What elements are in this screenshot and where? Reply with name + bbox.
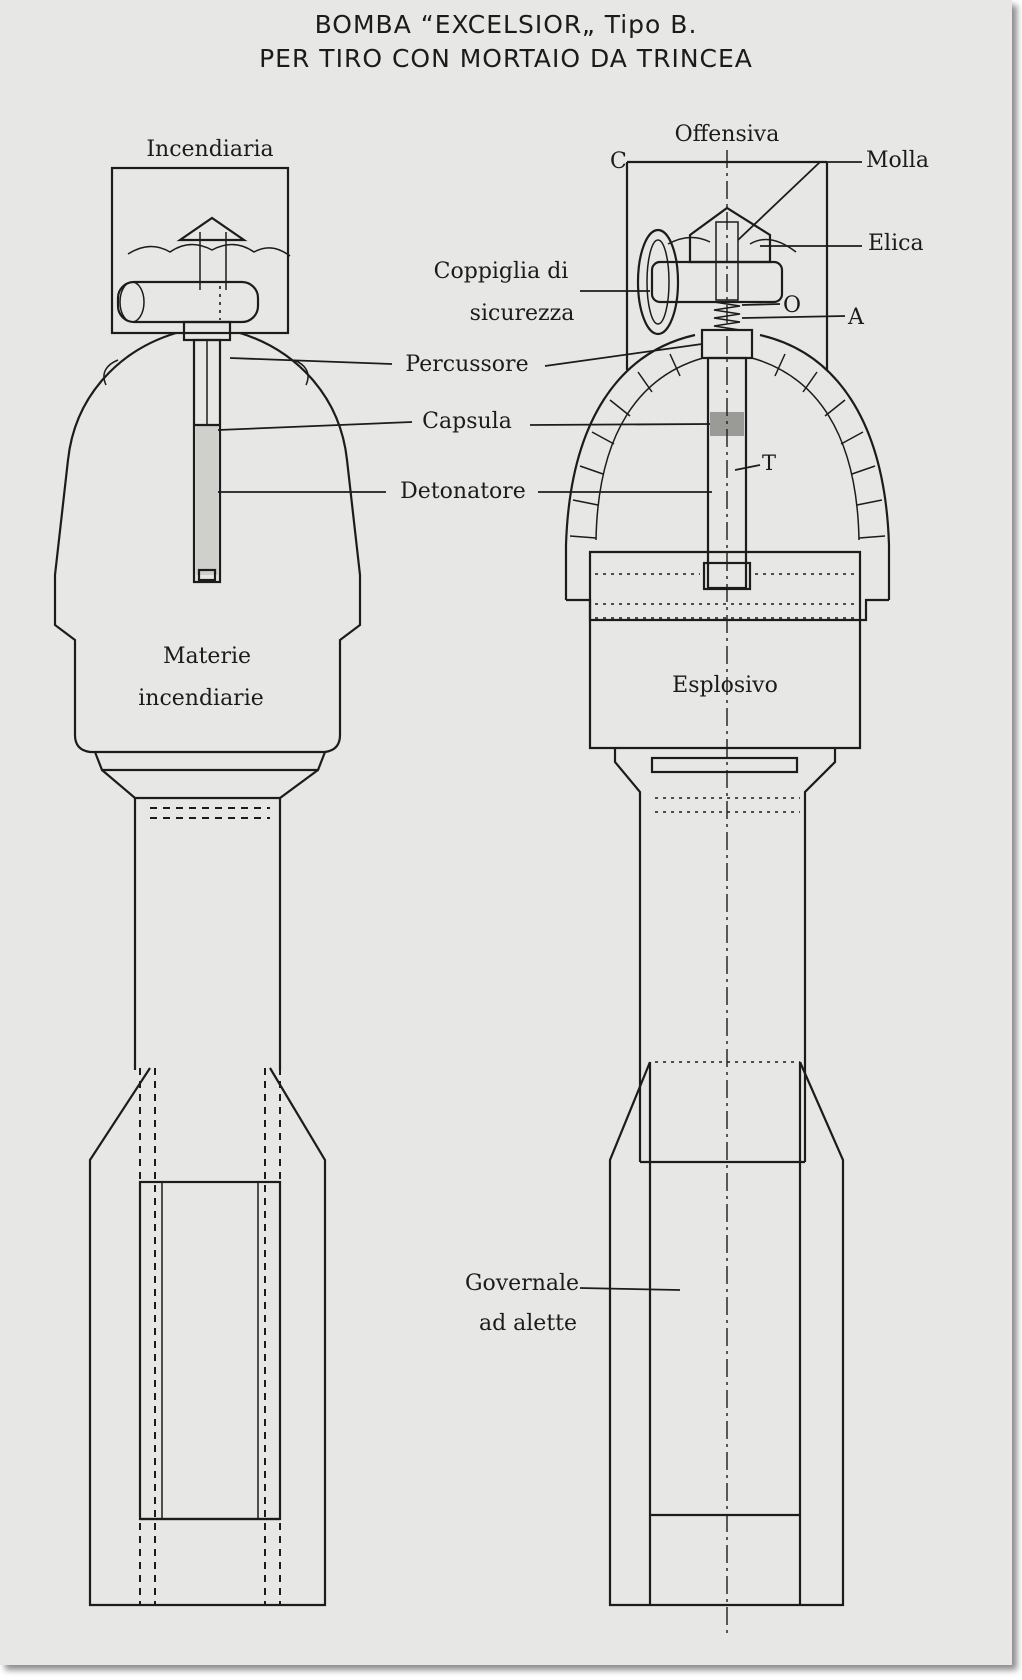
callout-capsule: Capsula: [422, 409, 512, 434]
callout-detonator: Detonatore: [400, 479, 526, 504]
right-tail-stem: [613, 748, 642, 1162]
tail-label-2: ad alette: [479, 1311, 577, 1336]
left-fuze-housing: [110, 166, 290, 335]
left-safety-pin: [116, 280, 260, 324]
right-fuze-cap: [688, 206, 772, 264]
callout-propeller: Elica: [868, 231, 924, 256]
callout-letter-t: T: [762, 451, 776, 475]
callout-safety-pin-2: sicurezza: [470, 301, 575, 326]
diagram-title-line-2: PER TIRO CON MORTAIO DA TRINCEA: [259, 44, 753, 73]
callout-safety-pin-1: Coppiglia di: [434, 259, 569, 284]
incendiary-bomb: [53, 166, 362, 1607]
left-flange: [93, 751, 327, 772]
callout-letter-a: A: [847, 305, 865, 330]
callout-striker: Percussore: [405, 352, 528, 377]
right-fragmentation-segments: [569, 353, 886, 539]
right-explosive-chamber: [588, 550, 862, 750]
incendiary-heading: Incendiaria: [146, 137, 273, 162]
left-fuze-cap: [176, 216, 248, 242]
callout-letter-c: C: [610, 149, 627, 174]
right-safety-pin: [650, 260, 784, 304]
right-tail-fins: [608, 1061, 845, 1607]
right-safety-ring: [636, 228, 680, 336]
right-ogive-outer-right: [759, 333, 891, 600]
offensive-bomb: [564, 150, 891, 1635]
right-ogive-outer-left: [564, 333, 696, 600]
diagram-title-line-1: BOMBA “EXCELSIOR„ Tipo B.: [314, 10, 698, 39]
left-striker-head: [182, 320, 232, 342]
left-propeller: [127, 243, 291, 257]
offensive-heading: Offensiva: [675, 122, 780, 147]
callout-spring: Molla: [866, 148, 929, 173]
right-propeller: [667, 236, 797, 253]
callout-letter-o: O: [783, 293, 801, 318]
left-detonator-base: [197, 568, 217, 582]
incendiary-fill-label-1: Materie: [163, 644, 251, 669]
left-fin-center: [138, 1180, 282, 1521]
explosive-label: Esplosivo: [672, 673, 778, 698]
tail-label-1: Governale: [465, 1271, 579, 1296]
left-tail-fins: [88, 1067, 327, 1607]
incendiary-fill-label-2: incendiarie: [138, 686, 264, 711]
left-bomb-body: [53, 331, 362, 754]
